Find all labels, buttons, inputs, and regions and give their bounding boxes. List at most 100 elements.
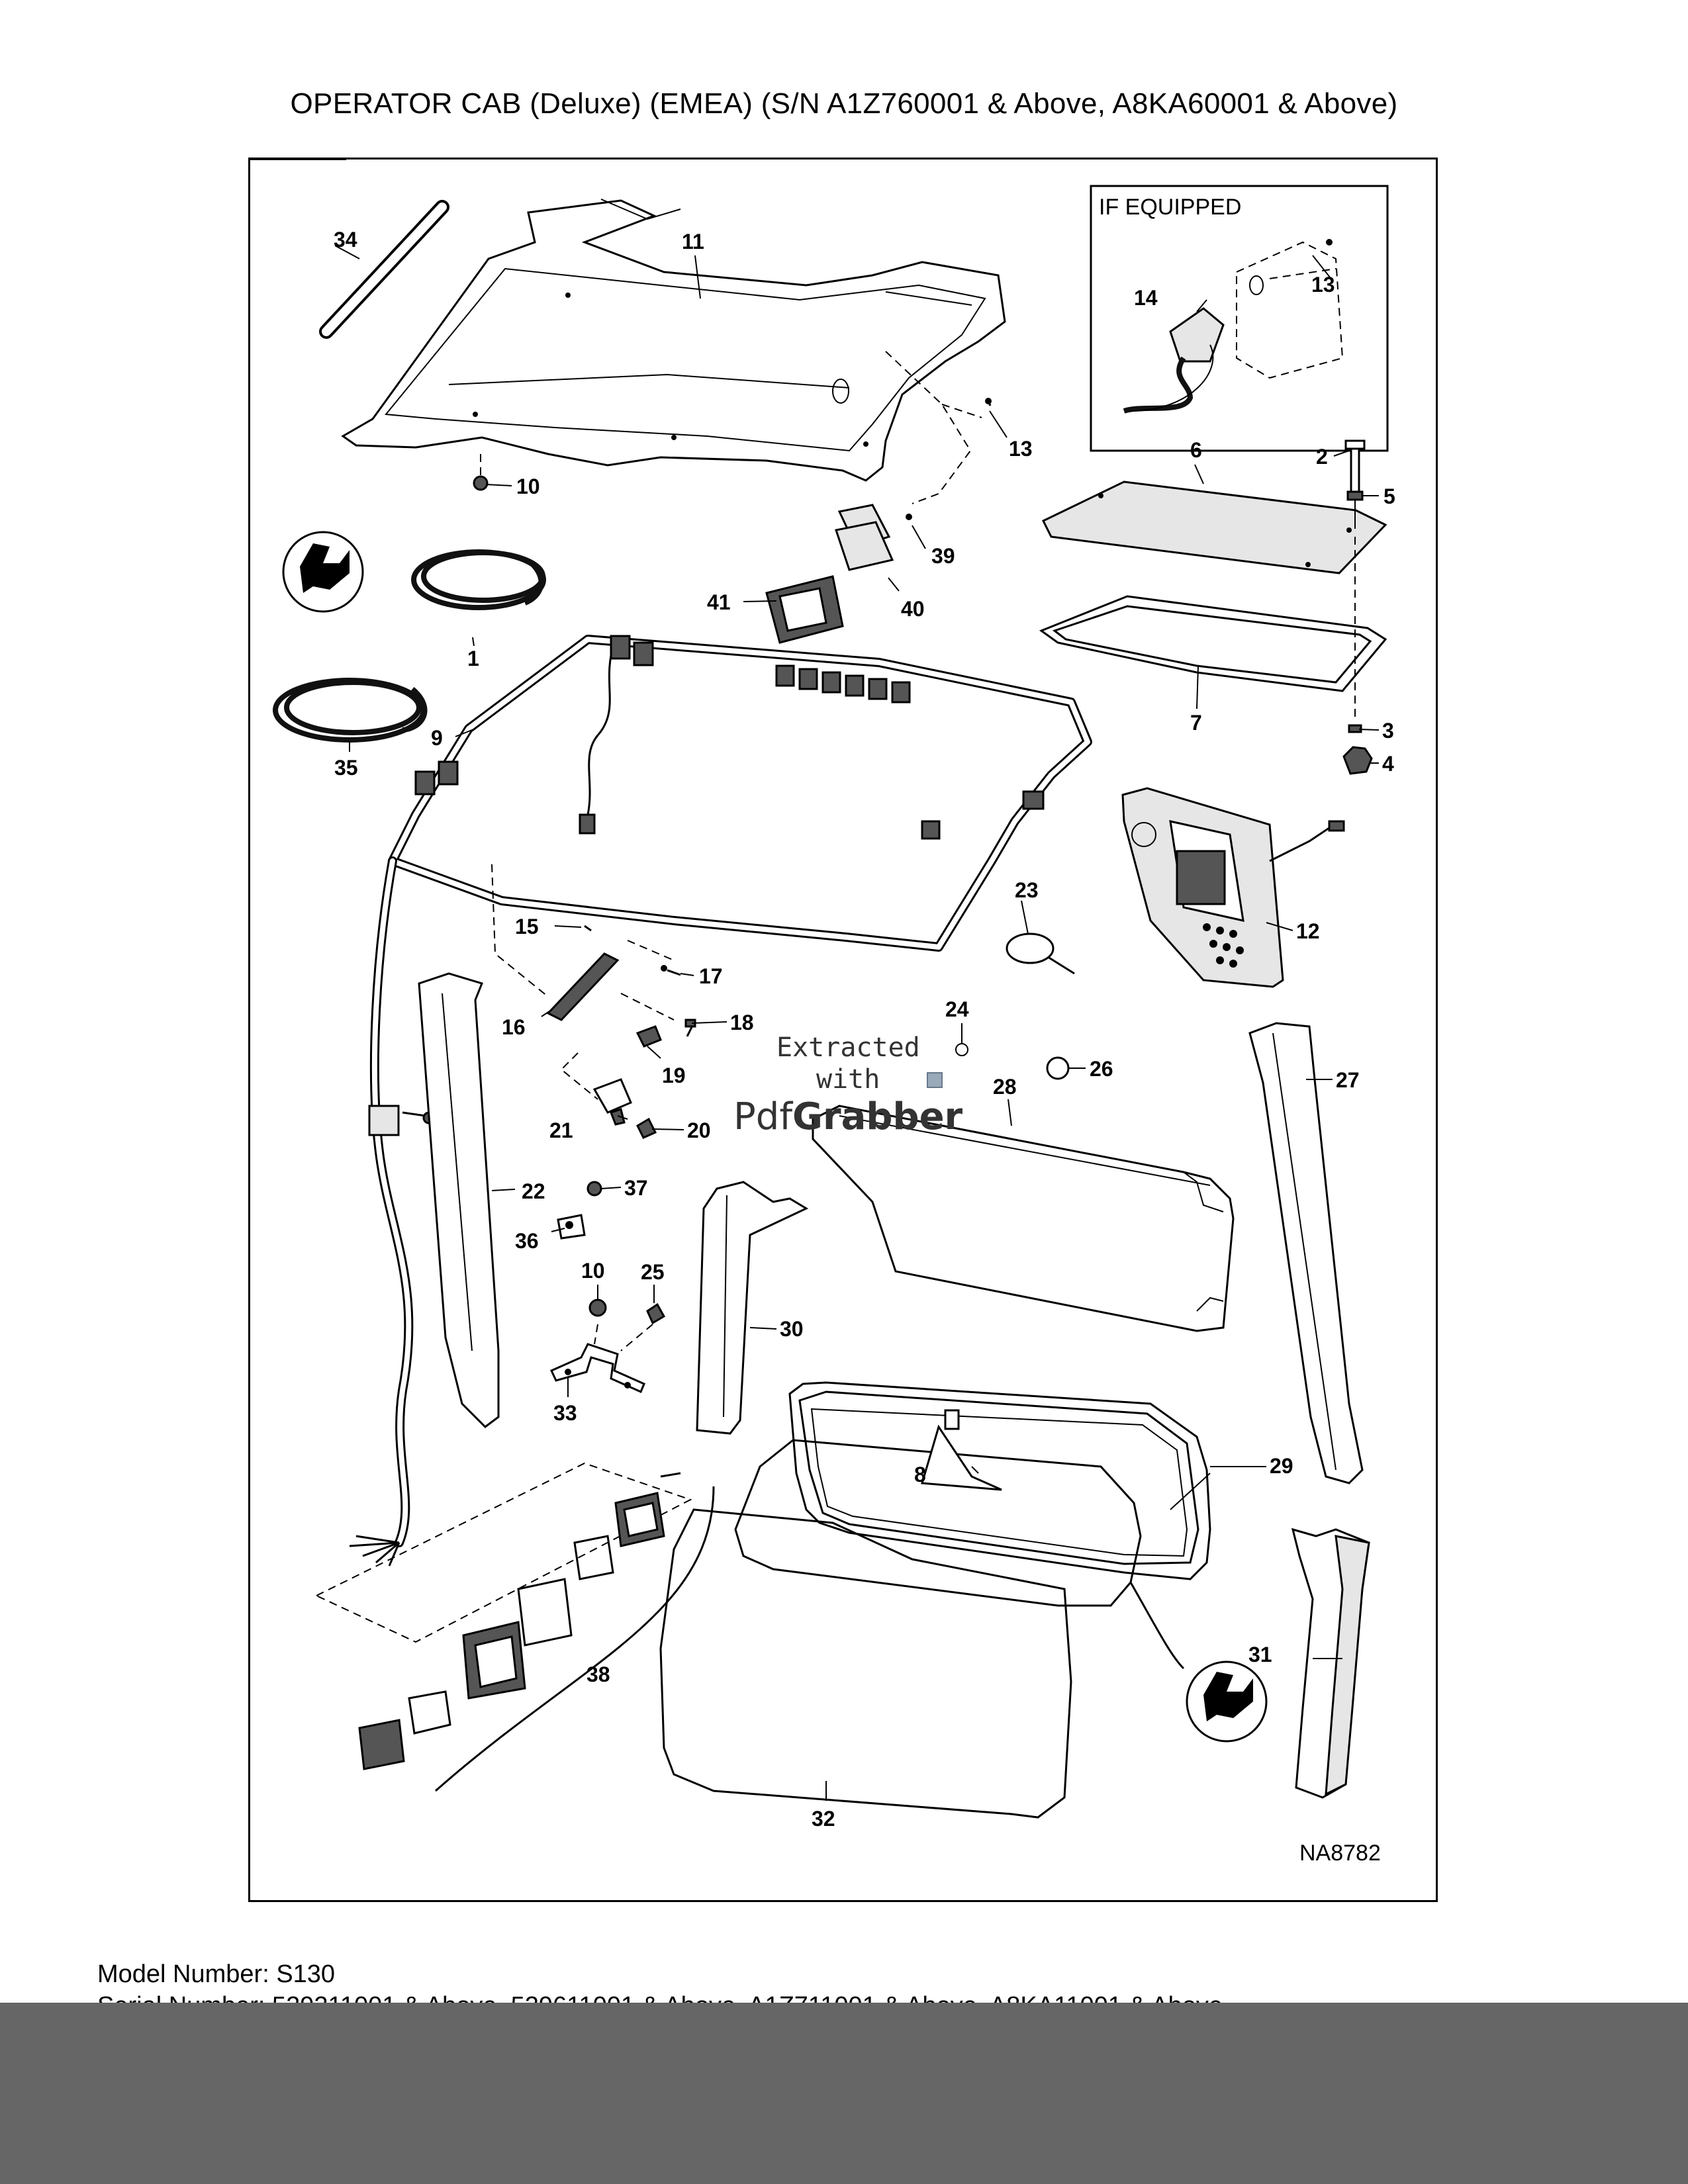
tools-icon bbox=[300, 543, 350, 593]
part-13-screw bbox=[985, 398, 992, 406]
part-9-harness bbox=[349, 635, 1092, 1567]
callout-38: 38 bbox=[586, 1662, 610, 1686]
part-31-pillar bbox=[1291, 1527, 1370, 1799]
drawing-code: NA8782 bbox=[1299, 1841, 1381, 1866]
part-11-headliner bbox=[341, 199, 1006, 482]
callout-37: 37 bbox=[624, 1176, 648, 1200]
part-28-pad bbox=[812, 1105, 1235, 1332]
callout-27: 27 bbox=[1336, 1068, 1360, 1092]
part-32-glass bbox=[659, 1508, 1072, 1819]
watermark-logo-icon bbox=[927, 1072, 943, 1088]
callout-19: 19 bbox=[662, 1064, 686, 1087]
callout-4: 4 bbox=[1382, 752, 1394, 776]
part-39-switch bbox=[835, 504, 912, 571]
callout-14: 14 bbox=[1134, 286, 1158, 310]
callout-35: 35 bbox=[334, 756, 358, 780]
part-6-panel bbox=[1041, 480, 1387, 574]
callout-36: 36 bbox=[515, 1229, 539, 1253]
part-26-plug bbox=[1046, 1056, 1070, 1080]
viewer-bottom-bar bbox=[0, 2003, 1688, 2184]
watermark-brand: PdfGrabber bbox=[733, 1095, 963, 1138]
leader-lines bbox=[250, 159, 1380, 1801]
part-37-nut bbox=[586, 1181, 602, 1197]
callout-8: 8 bbox=[914, 1463, 926, 1486]
part-30-pillar bbox=[696, 1181, 809, 1435]
part-8-latch bbox=[921, 1409, 1002, 1491]
callout-30: 30 bbox=[780, 1317, 804, 1341]
part-33-bracket bbox=[549, 1324, 653, 1393]
callout-6: 6 bbox=[1190, 438, 1202, 462]
part-5-washer bbox=[1346, 490, 1364, 501]
part-17-screw bbox=[661, 965, 681, 976]
part-41-switch-plate bbox=[765, 575, 844, 644]
callout-5: 5 bbox=[1383, 484, 1395, 508]
part-20-grommet bbox=[636, 1117, 657, 1139]
part-27-pillar bbox=[1248, 1022, 1364, 1484]
part-10-clip bbox=[473, 454, 489, 491]
callout-25: 25 bbox=[641, 1260, 665, 1284]
callout-17: 17 bbox=[699, 964, 723, 988]
part-7-gasket bbox=[1039, 595, 1387, 692]
watermark-line2: with bbox=[816, 1064, 880, 1095]
callout-41: 41 bbox=[707, 590, 731, 614]
part-36-clip bbox=[557, 1214, 586, 1240]
part-23-cable-tie bbox=[1006, 933, 1075, 975]
diagram-frame: IF EQUIPPED bbox=[248, 158, 1438, 1902]
callout-2: 2 bbox=[1316, 445, 1328, 469]
part-4-knob bbox=[1342, 746, 1373, 775]
callout-15: 15 bbox=[515, 915, 539, 938]
callout-24: 24 bbox=[945, 997, 969, 1021]
parts-diagram: IF EQUIPPED bbox=[250, 159, 1395, 1866]
callout-13-inset: 13 bbox=[1311, 273, 1335, 296]
part-18-bulb bbox=[684, 1019, 696, 1037]
watermark-line1: Extracted bbox=[776, 1032, 920, 1063]
callout-1: 1 bbox=[467, 647, 479, 670]
callout-12: 12 bbox=[1296, 919, 1320, 943]
callout-23: 23 bbox=[1015, 878, 1039, 902]
callout-10-b: 10 bbox=[581, 1259, 605, 1283]
tools-icon-lower bbox=[1186, 1661, 1268, 1743]
callout-3: 3 bbox=[1382, 719, 1394, 743]
part-1-seal bbox=[282, 531, 546, 613]
part-16-light bbox=[546, 952, 620, 1021]
part-29-window-frame bbox=[734, 1381, 1211, 1670]
callout-10: 10 bbox=[516, 475, 540, 498]
part-15-screw bbox=[584, 925, 592, 932]
callout-26: 26 bbox=[1090, 1057, 1113, 1081]
part-14-module bbox=[1169, 307, 1225, 363]
part-13-screw-inset bbox=[1326, 239, 1333, 246]
part-35-seal bbox=[273, 678, 428, 743]
watermark: Extracted with PdfGrabber bbox=[733, 1032, 963, 1138]
callout-33: 33 bbox=[553, 1401, 577, 1425]
part-19-socket bbox=[635, 1025, 662, 1048]
callout-7: 7 bbox=[1190, 711, 1202, 735]
callout-9: 9 bbox=[431, 726, 443, 750]
callout-11: 11 bbox=[682, 230, 704, 253]
inset-label: IF EQUIPPED bbox=[1099, 195, 1241, 220]
model-number: Model Number: S130 bbox=[97, 1960, 336, 1988]
callout-29: 29 bbox=[1270, 1454, 1293, 1478]
part-21-light bbox=[592, 1078, 632, 1126]
callout-28: 28 bbox=[993, 1075, 1017, 1099]
part-10-clip-b bbox=[588, 1298, 607, 1317]
callout-18: 18 bbox=[730, 1011, 754, 1034]
callout-40: 40 bbox=[901, 597, 925, 621]
callout-13: 13 bbox=[1009, 437, 1033, 461]
callout-32: 32 bbox=[812, 1807, 835, 1831]
callout-16: 16 bbox=[502, 1015, 526, 1039]
part-24-plug bbox=[955, 1043, 968, 1056]
part-3-washer bbox=[1348, 724, 1362, 733]
callout-20: 20 bbox=[687, 1118, 711, 1142]
inset-if-equipped: IF EQUIPPED bbox=[1090, 185, 1389, 452]
part-2-bolt bbox=[1344, 439, 1366, 493]
page-title: OPERATOR CAB (Deluxe) (EMEA) (S/N A1Z760… bbox=[290, 87, 1398, 120]
callout-34: 34 bbox=[334, 228, 357, 251]
callout-22: 22 bbox=[522, 1179, 545, 1203]
part-38-light-kit bbox=[314, 1462, 715, 1792]
part-12-display bbox=[1121, 787, 1345, 988]
part-34-rod bbox=[319, 200, 449, 339]
part-25-fastener bbox=[646, 1302, 666, 1325]
callout-31: 31 bbox=[1248, 1643, 1272, 1666]
part-22-pillar bbox=[418, 972, 500, 1428]
callout-21: 21 bbox=[549, 1118, 573, 1142]
